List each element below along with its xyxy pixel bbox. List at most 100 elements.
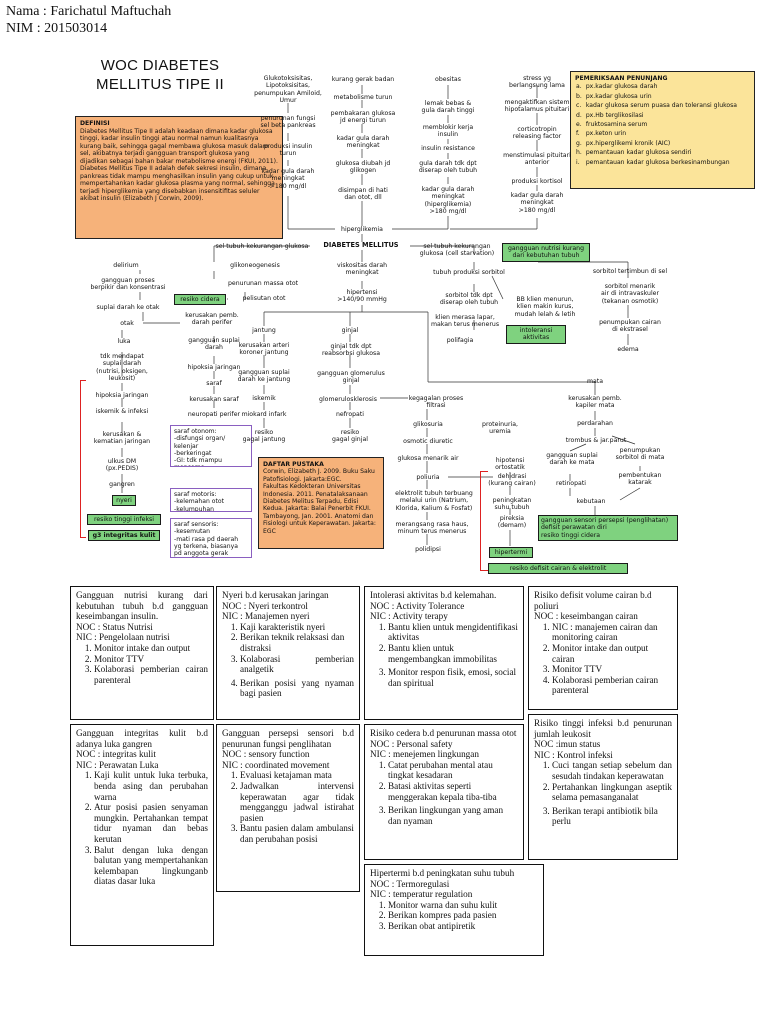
- nursing-box-risiko-cedera: Risiko cedera b.d penurunan massa otot N…: [364, 724, 524, 860]
- nb5-item: Kaji kulit untuk luka terbuka, benda asi…: [94, 770, 208, 802]
- node-polidipsi: polidipsi: [415, 546, 441, 553]
- nb6-noc: NOC : sensory function: [222, 749, 310, 760]
- node-merangsang: merangsang rasa haus, minum terus meneru…: [395, 521, 469, 536]
- node-kerusakan-saraf: kerusakan saraf: [189, 396, 239, 403]
- nb1-item: Monitor TTV: [94, 654, 208, 665]
- node-tubuh-sorbitol: tubuh produksi sorbitol: [433, 269, 505, 276]
- nb2-list: Kaji karakteristik nyeri Berikan teknik …: [222, 622, 354, 699]
- node-resiko-gagal-ginjal: resiko gagal ginjal: [332, 429, 368, 444]
- definisi-paragraph-2: Diabetes Mellitus Tipe II adalah defek s…: [80, 165, 275, 202]
- red-frame-left: [80, 380, 86, 538]
- nb3-intro: Intolerasi aktivitas b.d kelemahan.: [370, 590, 497, 600]
- nb3-item: Bantu klien untuk mengembangkan immobili…: [388, 643, 518, 664]
- node-glomerulosklerosis: glomerulosklerosis: [319, 396, 377, 403]
- daftar-heading: DAFTAR PUSTAKA: [263, 461, 324, 468]
- node-nefropati: nefropati: [336, 411, 364, 418]
- node-penurunan-fungsi: penurunan fungsi sel beta pankreas: [260, 115, 316, 130]
- node-mengaktifkan: mengaktifkan sistem hipotalamus pituitar…: [504, 99, 570, 114]
- saraf-motoris-box: saraf motoris: -kelemahan otot -kelumpuh…: [170, 488, 252, 512]
- node-glikoneogenesis: glikoneogenesis: [230, 262, 280, 269]
- red-frame-right: [480, 471, 488, 571]
- nb7-item: Berikan lingkungan yang aman dan nyaman: [388, 805, 518, 826]
- definisi-paragraph-1: Diabetes Mellitus Tipe II adalah keadaan…: [80, 127, 278, 165]
- diagram-title: WOC DIABETES MELLITUS TIPE II: [80, 56, 240, 94]
- node-dehidrasi: dehidrasi (kurang cairan): [488, 473, 536, 488]
- dx-nyeri: nyeri: [112, 495, 136, 507]
- node-iskemik: iskemik: [252, 395, 276, 402]
- nb8-noc: NOC :imun status: [534, 739, 601, 750]
- title-line-1: WOC DIABETES: [100, 57, 220, 74]
- dx-resiko-infeksi: resiko tinggi infeksi: [87, 514, 161, 526]
- dx-intoleransi-aktivitas: intoleransi aktivitas: [506, 325, 566, 344]
- node-poliuria: poliuria: [416, 474, 440, 481]
- node-saraf: saraf: [206, 380, 222, 387]
- nursing-box-persepsi-sensori: Gangguan persepsi sensori b.d penurunan …: [216, 724, 360, 892]
- node-gangguan-suplai: gangguan suplai darah: [188, 337, 240, 352]
- nb2-item: Kaji karakteristik nyeri: [240, 622, 354, 633]
- node-metabolisme: metabolisme turun: [333, 94, 393, 101]
- nb1-nic: NIC : Pengelolaan nutrisi: [76, 632, 170, 643]
- nb2-item: Kolaborasi pemberian analgetik: [240, 654, 354, 675]
- pem-item: px.keton urin: [585, 130, 627, 138]
- node-sorbitol-menarik: sorbitol menarik air di intravaskuler (t…: [600, 283, 660, 305]
- nb9-intro: Hipertermi b.d peningkatan suhu tubuh: [370, 868, 515, 878]
- nb6-item: Evaluasi ketajaman mata: [240, 770, 354, 781]
- node-retinopati: retinopati: [556, 480, 586, 487]
- nb6-nic: NIC : coordinated movement: [222, 759, 330, 770]
- pem-letter: f.: [576, 130, 580, 138]
- node-gangguan-proses: gangguan proses berpikir dan konsentrasi: [90, 277, 166, 292]
- node-ulkus: ulkus DM (px.PEDIS): [105, 458, 139, 473]
- node-elektrolit: elektrolit tubuh terbuang melalui urin (…: [395, 490, 473, 512]
- node-penumpukan-sorbitol-mata: penumpukan sorbitol di mata: [615, 447, 665, 462]
- nursing-box-integritas-kulit: Gangguan integritas kulit b.d adanya luk…: [70, 724, 214, 946]
- nb4-intro: Risiko defisit volume cairan b.d poliuri: [534, 590, 652, 611]
- node-klien-lapar: klien merasa lapar, makan terus menerus: [430, 314, 500, 329]
- node-penurunan-massa: penurunan massa otot: [227, 280, 299, 287]
- nb2-item: Berikan teknik relaksasi dan distraksi: [240, 632, 354, 653]
- pem-letter: c.: [576, 102, 582, 110]
- pem-letter: d.: [576, 111, 582, 119]
- nb8-list: Cuci tangan setiap sebelum dan sesudah t…: [534, 760, 672, 827]
- definisi-box: DEFINISI Diabetes Mellitus Tipe II adala…: [75, 116, 283, 239]
- pemeriksaan-list: a.px.kadar glukosa darah b.px.kadar gluk…: [575, 82, 738, 167]
- node-gangren: gangren: [109, 481, 135, 488]
- node-kebutaan: kebutaan: [576, 498, 606, 505]
- node-delirium: delirium: [113, 262, 139, 269]
- node-glikosuria: glikosuria: [413, 421, 443, 428]
- node-lemak: lemak bebas & gula darah tinggi: [421, 100, 475, 115]
- nb2-nic: NIC : Manajemen nyeri: [222, 611, 310, 622]
- nb5-list: Kaji kulit untuk luka terbuka, benda asi…: [76, 770, 208, 887]
- saraf-sensoris-text: saraf sensoris: -kesemutan -mati rasa pd…: [174, 521, 239, 558]
- node-corticotropin: corticotropin releasing factor: [512, 126, 562, 141]
- pemeriksaan-heading: PEMERIKSAAN PENUNJANG: [575, 75, 668, 82]
- pem-item: fruktosamina serum: [585, 121, 648, 129]
- node-peningkatan-suhu: peningkatan suhu tubuh: [492, 497, 532, 512]
- node-gangguan-suplai-mata: gangguan suplai darah ke mata: [546, 452, 598, 467]
- pemeriksaan-penunjang-box: PEMERIKSAAN PENUNJANG a.px.kadar glukosa…: [570, 71, 755, 189]
- nursing-box-intoleransi: Intolerasi aktivitas b.d kelemahan. NOC …: [364, 586, 524, 720]
- node-iskemik-infeksi: iskemik & infeksi: [95, 408, 149, 415]
- node-jantung: jantung: [252, 327, 276, 334]
- node-edema: edema: [617, 346, 639, 353]
- nb7-intro: Risiko cedera b.d penurunan massa otot: [370, 728, 517, 738]
- saraf-sensoris-box: saraf sensoris: -kesemutan -mati rasa pd…: [170, 518, 252, 558]
- node-pembakaran: pembakaran glukosa jd energi turun: [330, 110, 396, 125]
- nursing-box-nyeri: Nyeri b.d kerusakan jaringan NOC : Nyeri…: [216, 586, 360, 720]
- pem-letter: b.: [576, 92, 582, 100]
- node-hipoksia-2: hipoksia jaringan: [187, 364, 241, 371]
- nb8-item: Cuci tangan setiap sebelum dan sesudah t…: [552, 760, 672, 781]
- nb8-nic: NIC : Kontrol infeksi: [534, 749, 613, 760]
- pem-letter: h.: [576, 149, 582, 157]
- title-line-2: MELLITUS TIPE II: [96, 76, 224, 93]
- nb3-item: Monitor respon fisik, emosi, social dan …: [388, 667, 518, 688]
- nursing-box-defisit-cairan: Risiko defisit volume cairan b.d poliuri…: [528, 586, 678, 710]
- node-sorbitol-tdk: sorbitol tdk dpt diserap oleh tubuh: [439, 292, 499, 307]
- nb1-intro: Gangguan nutrisi kurang dari kebutuhan t…: [76, 590, 208, 622]
- saraf-motoris-text: saraf motoris: -kelemahan otot -kelumpuh…: [174, 491, 225, 512]
- node-hipertensi: hipertensi >140/90 mmHg: [337, 289, 387, 304]
- node-osmotic: osmotic diuretic: [403, 438, 453, 445]
- node-hipoksia-1: hipoksia jaringan: [95, 392, 149, 399]
- nb5-intro: Gangguan integritas kulit b.d adanya luk…: [76, 728, 208, 749]
- student-name: Nama : Farichatul Maftuchah: [6, 4, 172, 19]
- definisi-heading: DEFINISI: [80, 120, 110, 127]
